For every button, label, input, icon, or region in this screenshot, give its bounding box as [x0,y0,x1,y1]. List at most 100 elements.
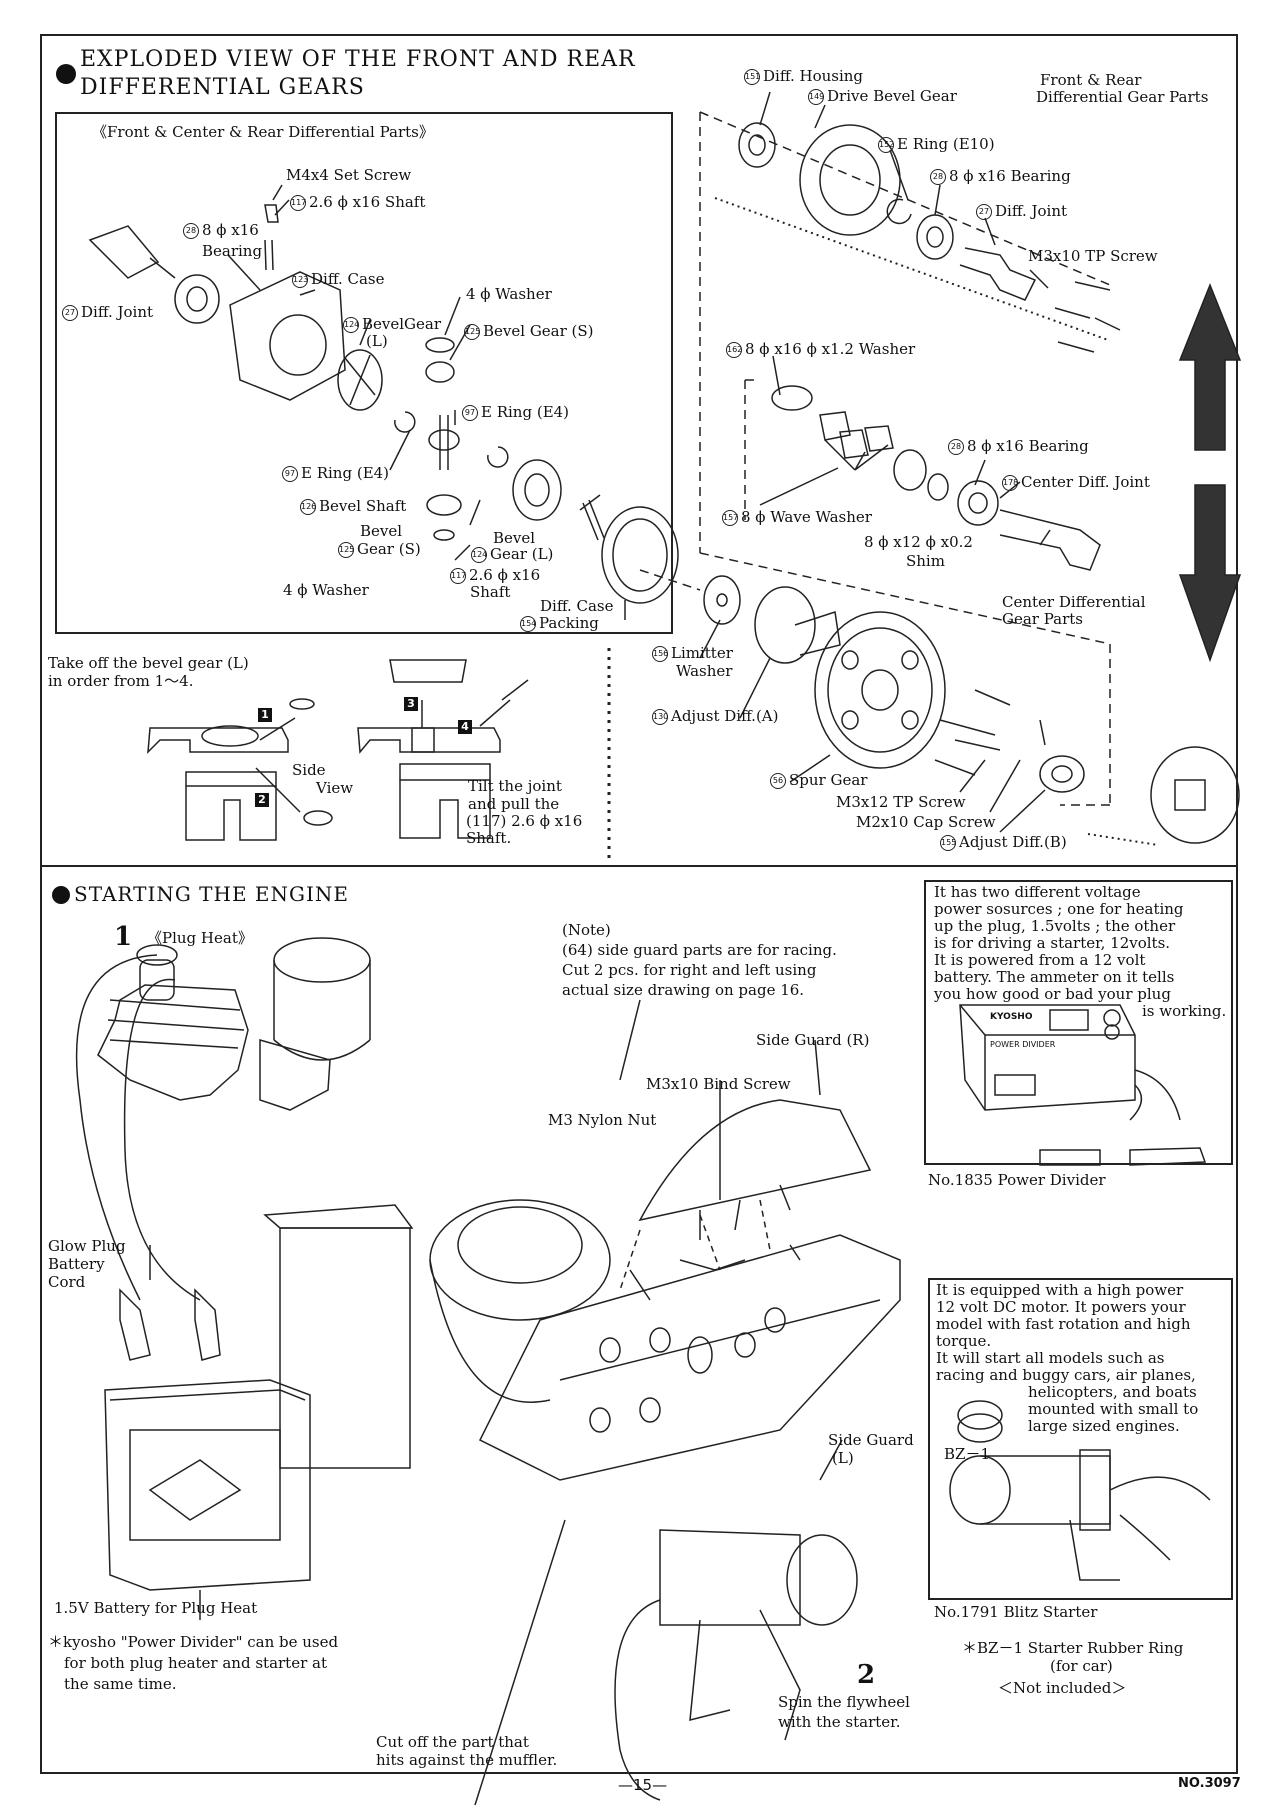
label-glow-cord-b: Battery [48,1255,105,1273]
label-set-screw: M4x4 Set Screw [286,166,412,184]
part-number-icon: 124 [471,547,487,563]
blitz-text-line: helicopters, and boats [1028,1383,1197,1401]
label-side-guard-r: Side Guard (R) [756,1031,870,1049]
label-tp-screw-m3x10: M3x10 TP Screw [1028,247,1158,265]
step2-number: 2 [857,1660,876,1690]
pd-text-line: is working. [1142,1002,1227,1020]
page-number: —15— [618,1776,668,1794]
pd-text-line: It has two different voltage [934,883,1141,901]
note-line: (64) side guard parts are for racing. [562,941,837,959]
label-shim-b: Shim [906,552,945,570]
power-divider-box [924,880,1233,1165]
label-bevel-gear-l-b: (L) [366,332,388,350]
label-bevel-gear-l2: Bevel [493,529,536,547]
ring-note-b: (for car) [1050,1657,1113,1675]
kyosho-note: ＊kyosho "Power Divider" can be used for … [48,1632,338,1695]
part-number-icon: 152 [878,137,894,153]
blitz-text-line: torque. [936,1332,992,1350]
pd-text-line: up the plug, 1.5volts ; the other [934,917,1176,935]
blitz-text-line: racing and buggy cars, air planes, [936,1366,1196,1384]
label-side-guard-l: Side Guard [828,1431,914,1449]
label-case-packing: Diff. Case [540,597,614,615]
removal-side-view: Side [292,761,326,779]
label-cut-off-b: hits against the muffler. [376,1751,558,1769]
label-battery: 1.5V Battery for Plug Heat [54,1599,258,1617]
blitz-text: It is equipped with a high power 12 volt… [936,1282,1198,1435]
part-number-icon: 97 [462,405,478,421]
step-marker-4: 4 [458,720,472,734]
step-marker-3: 3 [404,697,418,711]
removal-tilt-2: and pull the [468,795,560,813]
step-marker-1: 1 [258,708,272,722]
label-cut-off: Cut off the part that [376,1733,529,1751]
part-number-icon: 149 [808,89,824,105]
kyosho-note-line: the same time. [64,1675,177,1693]
note-line: Cut 2 pcs. for right and left using [562,961,817,979]
section-bullet [56,64,76,84]
label-glow-cord: Glow Plug [48,1237,126,1255]
part-number-icon: 28 [183,223,199,239]
label-nylon-nut: M3 Nylon Nut [548,1111,657,1129]
part-number-icon: 27 [62,305,78,321]
label-glow-cord-c: Cord [48,1273,86,1291]
blitz-box [928,1278,1233,1600]
label-fr-parts-b: Differential Gear Parts [1036,88,1209,106]
part-number-icon: 97 [282,466,298,482]
label-side-guard-l-b: (L) [832,1449,854,1467]
label-shaft-26-2-b: Shaft [470,583,511,601]
document-number: NO.3097 [1178,1776,1241,1791]
blitz-text-line: 12 volt DC motor. It powers your [936,1298,1186,1316]
pd-device-brand: KYOSHO [990,1012,1033,1022]
label-shim: 8 ϕ x12 ϕ x0.2 [864,533,973,551]
note-line: (Note) [562,921,611,939]
pd-text-line: you how good or bad your plug [934,985,1171,1003]
blitz-text-line: It will start all models such as [936,1349,1165,1367]
diff-parts-box [55,112,673,634]
engine-title: STARTING THE ENGINE [74,882,349,906]
part-number-icon: 125 [338,542,354,558]
step1-title: 《Plug Heat》 [147,929,253,947]
part-number-icon: 117 [290,195,306,211]
step1-number: 1 [114,922,133,952]
part-number-icon: 157 [722,510,738,526]
label-tp-screw-m3x12: M3x12 TP Screw [836,793,966,811]
blitz-text-line: It is equipped with a high power [936,1281,1184,1299]
step-marker-2: 2 [255,793,269,807]
diff-title-line1: EXPLODED VIEW OF THE FRONT AND REAR [80,47,636,72]
removal-tilt-4: Shaft. [466,829,512,847]
blitz-text-line: model with fast rotation and high [936,1315,1191,1333]
part-number-icon: 155 [940,835,956,851]
label-bevel-gear-s: Bevel [360,522,403,540]
pd-text-line: power sosurces ; one for heating [934,900,1184,918]
label-bearing-816-b: Bearing [202,242,263,260]
note-block: (Note) (64) side guard parts are for rac… [562,920,837,1000]
ring-note-c: ＜Not included＞ [998,1679,1127,1697]
step2-text: Spin the flywheel [778,1693,910,1711]
page-frame [40,34,1238,1774]
label-washer-4-bottom: 4 ϕ Washer [283,581,369,599]
blitz-text-line: large sized engines. [1028,1417,1180,1435]
label-bz1: BZ－1 [944,1445,990,1463]
pd-text-line: is for driving a starter, 12volts. [934,934,1171,952]
label-bind-screw: M3x10 Bind Screw [646,1075,791,1093]
pd-text-line: battery. The ammeter on it tells [934,968,1175,986]
diff-title-line2: DIFFERENTIAL GEARS [80,75,365,100]
